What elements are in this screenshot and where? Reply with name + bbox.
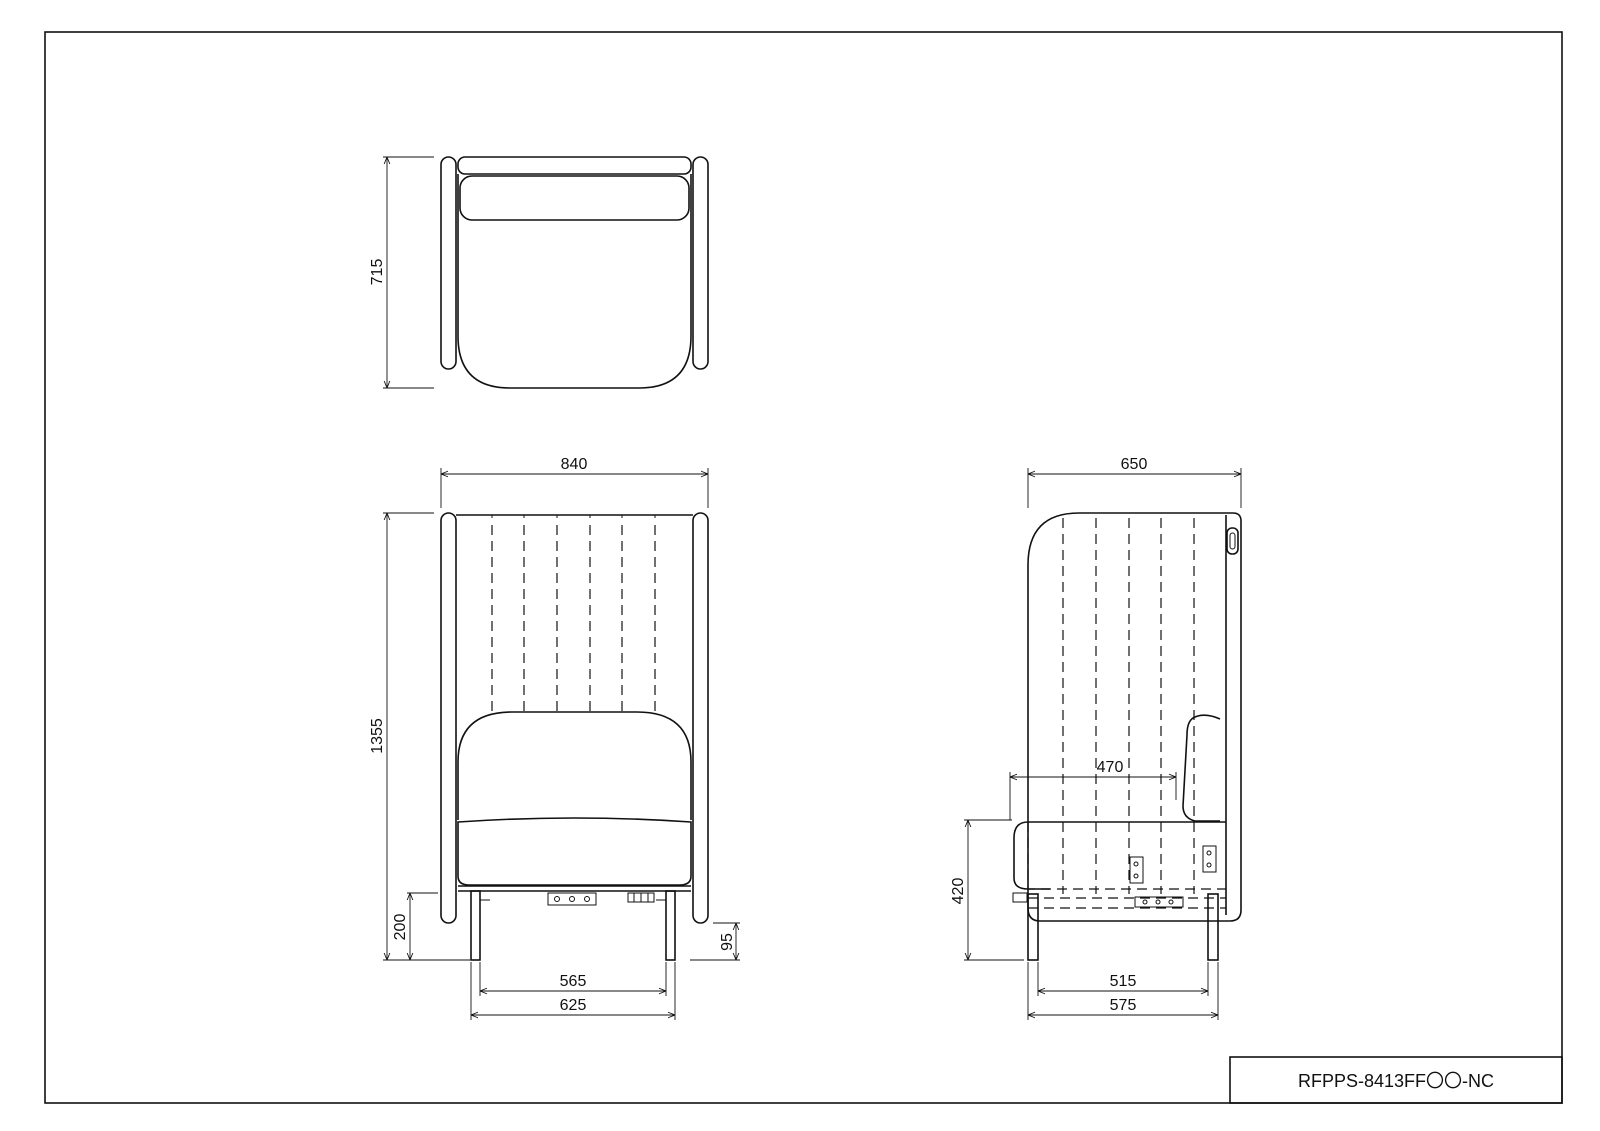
title-block: RFPPS-8413FF〇〇-NC	[1229, 1056, 1563, 1104]
side-front-leg	[1027, 893, 1039, 961]
side-outline	[1027, 512, 1242, 922]
side-outlet-1	[1129, 856, 1144, 884]
dim-seat-height: 420	[950, 878, 967, 905]
dim-seat-depth: 470	[1097, 759, 1124, 776]
top-back-cushion	[459, 175, 690, 221]
drawing-border	[44, 31, 1563, 1104]
front-seat-cushion	[457, 817, 692, 886]
side-seat-cushion	[1013, 821, 1226, 890]
top-view: 715	[369, 156, 709, 389]
dim-front-height: 1355	[369, 718, 386, 754]
side-handle-slot	[1226, 527, 1239, 555]
side-back-cushion	[1182, 714, 1221, 822]
dim-top-depth: 715	[369, 259, 386, 286]
front-right-arm	[692, 512, 709, 924]
dim-leg-span-inner: 565	[560, 973, 587, 990]
side-back-panels	[1062, 518, 1195, 894]
front-outlet-left	[547, 892, 597, 906]
model-code: RFPPS-8413FF〇〇-NC	[1298, 1071, 1494, 1091]
dim-side-depth: 650	[1121, 456, 1148, 473]
front-right-leg	[665, 890, 676, 961]
side-seat-dashed	[1027, 822, 1226, 890]
dim-leg-span-outer: 625	[560, 997, 587, 1014]
top-right-arm	[692, 156, 709, 370]
side-view: 650 470 420 515 575	[950, 456, 1242, 1020]
dim-side-leg-span-inner: 515	[1110, 973, 1137, 990]
side-rear-leg	[1207, 893, 1219, 961]
top-back-edge	[457, 156, 692, 175]
dim-front-width: 840	[561, 456, 588, 473]
side-outlet-3	[1134, 896, 1184, 908]
dim-side-leg-span-outer: 575	[1110, 997, 1137, 1014]
top-left-arm	[440, 156, 457, 370]
dim-foot-height: 95	[719, 933, 736, 951]
front-back-panels	[491, 515, 656, 712]
front-left-leg	[470, 890, 481, 961]
front-view: 840 1355 200 95 565 625	[369, 456, 740, 1020]
side-outlet-2	[1202, 845, 1217, 873]
front-back-cushion	[457, 711, 692, 820]
top-seat	[457, 174, 692, 389]
front-left-arm	[440, 512, 457, 924]
dim-leg-height: 200	[392, 914, 409, 941]
